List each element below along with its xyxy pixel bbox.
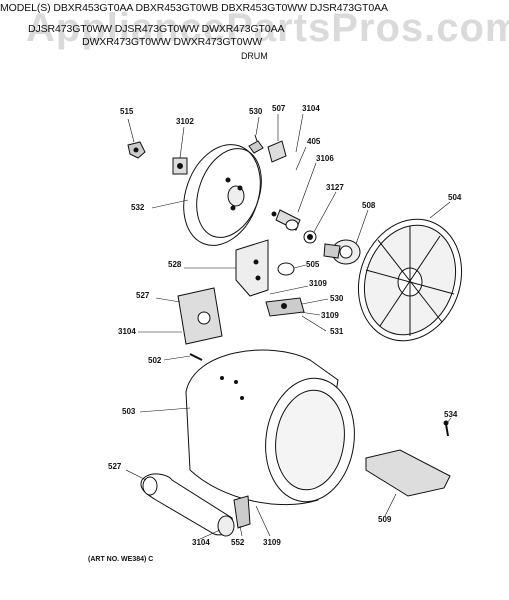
heater-527-part — [140, 473, 235, 537]
callout-3109-lower: 3109 — [321, 311, 339, 320]
models-line-1: MODEL(S) DBXR453GT0AA DBXR453GT0WB DBXR4… — [0, 2, 388, 14]
bracket-552-part — [233, 495, 251, 529]
callout-515: 515 — [120, 107, 134, 116]
callout-3104-bottom: 3104 — [192, 538, 210, 547]
callout-3109-bottom: 3109 — [263, 538, 281, 547]
thermostat-530-part — [265, 297, 305, 317]
callout-509: 509 — [378, 515, 392, 524]
callout-3104-mid: 3104 — [118, 327, 136, 336]
models-line-2: DJSR473GT0WW DJSR473GT0WW DWXR473GT0AA — [28, 23, 285, 35]
drum-strip-509-part — [365, 449, 451, 497]
callout-3127: 3127 — [326, 183, 344, 192]
callout-507: 507 — [272, 104, 286, 113]
shaft-part — [271, 209, 301, 231]
callout-527-top: 527 — [136, 291, 150, 300]
callout-552: 552 — [231, 538, 245, 547]
callout-528: 528 — [168, 260, 182, 269]
rear-bulkhead-part — [183, 144, 262, 246]
callout-3102: 3102 — [176, 117, 194, 126]
callout-531: 531 — [330, 327, 344, 336]
callout-405: 405 — [307, 137, 321, 146]
screw-530-top-part — [248, 134, 264, 154]
section-title: DRUM — [241, 51, 268, 61]
callout-534: 534 — [444, 410, 458, 419]
callout-3104-top: 3104 — [302, 104, 320, 113]
callout-502: 502 — [148, 356, 162, 365]
callout-508: 508 — [362, 201, 376, 210]
bearing-508-part — [323, 239, 361, 265]
callout-504: 504 — [448, 193, 462, 202]
callout-532: 532 — [131, 203, 145, 212]
callout-527-bottom: 527 — [108, 462, 122, 471]
bracket-3102-part — [172, 157, 188, 175]
callout-505: 505 — [306, 260, 320, 269]
callout-530-mid: 530 — [330, 294, 344, 303]
washer-3127-part — [303, 230, 317, 244]
screw-502-part — [189, 353, 203, 361]
art-number: (ART NO. WE384) C — [88, 556, 154, 563]
models-line-3: DWXR473GT0WW DWXR473GT0WW — [82, 36, 263, 48]
watermark-logo: AppliancePartsPros.com — [26, 6, 509, 50]
callout-530-top: 530 — [249, 107, 263, 116]
drum-baffle-504-part — [357, 218, 463, 342]
motor-bracket-527-part — [177, 287, 223, 345]
callout-503: 503 — [122, 407, 136, 416]
screw-534-part — [443, 420, 449, 437]
sensor-507-part — [267, 140, 287, 163]
mounting-plate-528-part — [235, 239, 269, 297]
callout-3109-mid: 3109 — [309, 279, 327, 288]
drum-503-part — [185, 349, 355, 506]
callout-3106: 3106 — [316, 154, 334, 163]
ring-505-part — [277, 262, 295, 276]
clip-515-part — [127, 141, 146, 159]
